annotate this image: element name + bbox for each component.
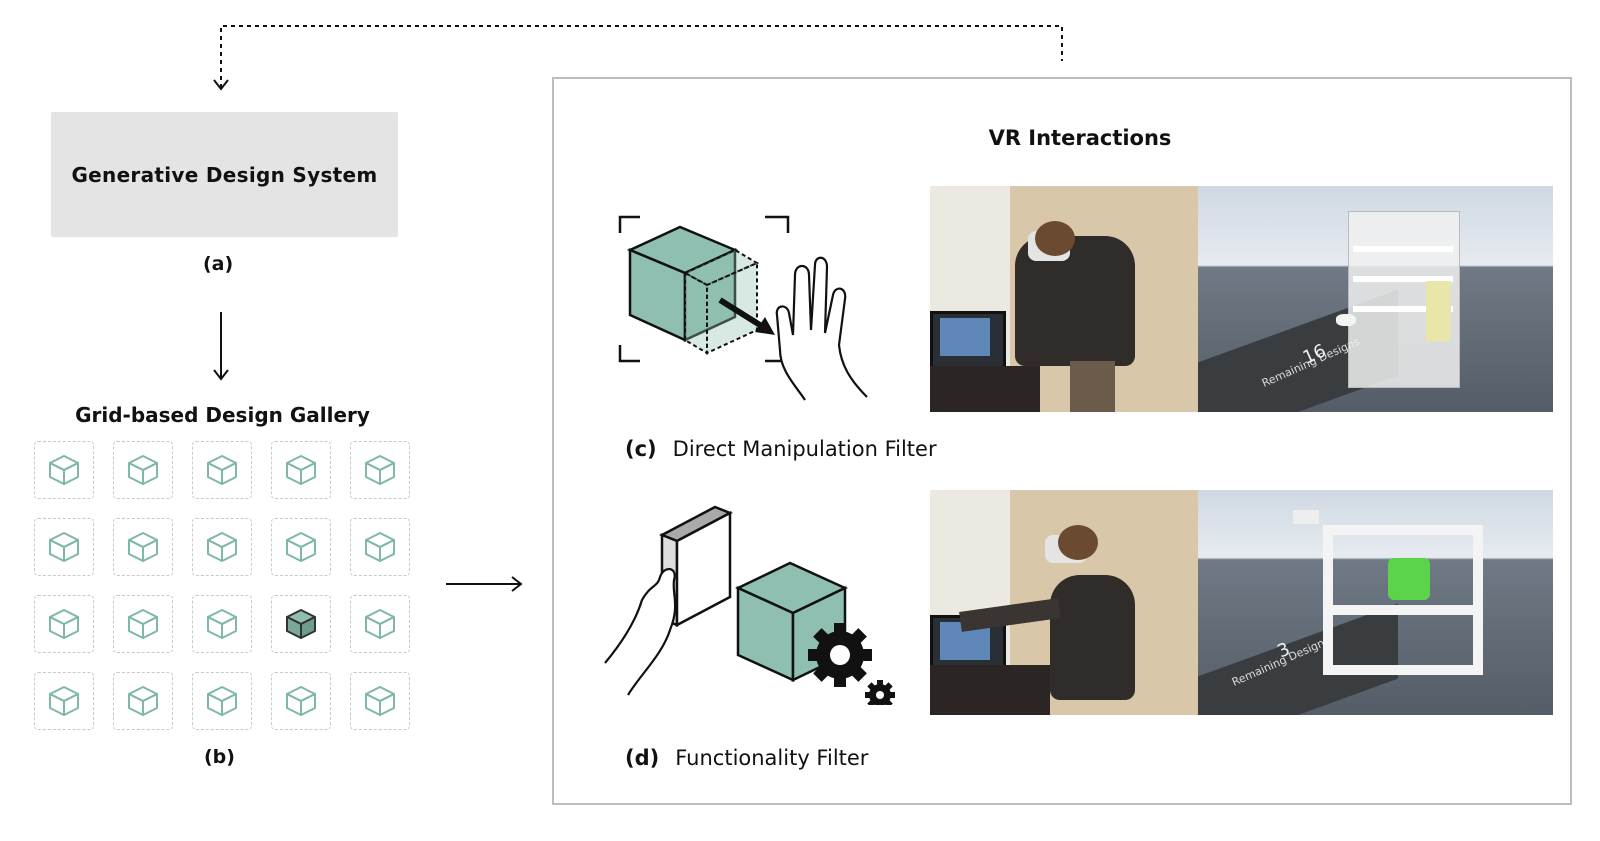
- cube-icon: [286, 686, 316, 716]
- cube-icon: [128, 532, 158, 562]
- gallery-cell[interactable]: [192, 518, 252, 576]
- gallery-cell[interactable]: [192, 595, 252, 653]
- filter-label-d: (d) Functionality Filter: [625, 746, 868, 770]
- gallery-cell[interactable]: [34, 672, 94, 730]
- cube-icon: [128, 455, 158, 485]
- hand-icon: [775, 256, 868, 401]
- gallery-title: Grid-based Design Gallery: [75, 403, 370, 427]
- cube-icon: [128, 609, 158, 639]
- gallery-cell[interactable]: [350, 595, 410, 653]
- cube-icon: [286, 455, 316, 485]
- design-model-d: [1323, 525, 1483, 675]
- gallery-cell[interactable]: [113, 518, 173, 576]
- functionality-filter-label: Functionality Filter: [675, 746, 869, 770]
- cube-icon: [365, 455, 395, 485]
- cube-icon: [286, 532, 316, 562]
- direct-manipulation-illustration: [618, 215, 868, 401]
- gallery-cell[interactable]: [271, 672, 331, 730]
- tag-d: (d): [625, 746, 660, 770]
- ghost-cube-icon: [682, 248, 760, 355]
- gallery-cell[interactable]: [113, 595, 173, 653]
- gallery-cell[interactable]: [113, 672, 173, 730]
- gear-icon: [808, 623, 872, 687]
- gallery-cell[interactable]: [192, 672, 252, 730]
- cube-icon: [207, 686, 237, 716]
- cube-icon: [286, 609, 316, 639]
- gallery-cell[interactable]: [34, 441, 94, 499]
- move-arrow-icon: [718, 297, 762, 328]
- generative-design-system-label: Generative Design System: [71, 162, 378, 187]
- hand-holding-icon: [604, 568, 677, 696]
- cube-icon: [128, 686, 158, 716]
- cube-icon: [49, 609, 79, 639]
- cube-icon: [365, 532, 395, 562]
- gallery-cell[interactable]: [113, 441, 173, 499]
- tag-a: (a): [203, 253, 234, 275]
- gallery-cell[interactable]: [271, 518, 331, 576]
- vr-scene-photo-d: Remaining Designs 3: [1198, 490, 1553, 715]
- cube-icon: [207, 455, 237, 485]
- gallery-cell[interactable]: [350, 518, 410, 576]
- gallery-cell[interactable]: [350, 672, 410, 730]
- direct-manipulation-filter-label: Direct Manipulation Filter: [672, 437, 937, 461]
- feedback-loop-arrow: [220, 25, 1063, 88]
- generative-design-system-box: Generative Design System: [51, 112, 398, 237]
- gallery-cell[interactable]: [271, 595, 331, 653]
- design-gallery-grid: [34, 441, 412, 731]
- vr-user-photo-c: [930, 186, 1198, 412]
- cube-icon: [49, 532, 79, 562]
- cube-icon: [49, 686, 79, 716]
- cube-icon: [626, 225, 739, 342]
- gallery-cell[interactable]: [34, 518, 94, 576]
- feedback-arrowhead: [213, 79, 229, 91]
- gallery-cell[interactable]: [34, 595, 94, 653]
- cube-icon: [207, 609, 237, 639]
- cube-icon: [365, 686, 395, 716]
- tag-b: (b): [204, 746, 235, 768]
- cube-icon: [207, 532, 237, 562]
- small-gear-icon: [865, 680, 895, 705]
- gallery-cell[interactable]: [350, 441, 410, 499]
- filter-label-c: (c) Direct Manipulation Filter: [625, 437, 937, 461]
- tag-c: (c): [625, 437, 657, 461]
- vr-scene-photo-c: Remaining Designs 16: [1198, 186, 1553, 412]
- gallery-cell[interactable]: [192, 441, 252, 499]
- cube-icon: [49, 455, 79, 485]
- gallery-cell[interactable]: [271, 441, 331, 499]
- functionality-illustration: [604, 505, 895, 705]
- vr-user-photo-d: [930, 490, 1198, 715]
- vr-interactions-title: VR Interactions: [988, 126, 1172, 150]
- cube-icon: [365, 609, 395, 639]
